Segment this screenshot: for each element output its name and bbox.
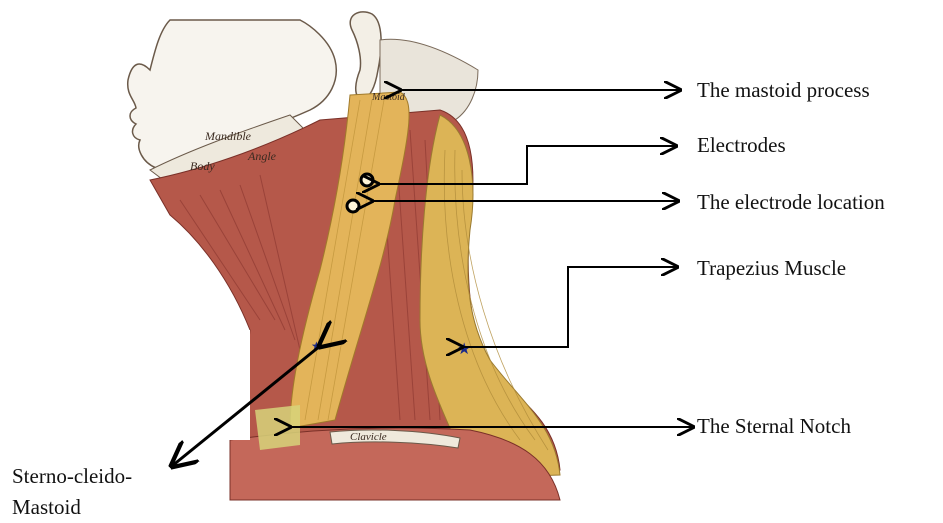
label-scm-line1: Sterno-cleido- [12,466,132,487]
electrode-lower [347,200,359,212]
cut-region [110,330,250,440]
label-trapezius: Trapezius Muscle [697,258,846,279]
ear [350,12,381,100]
electrode-upper [361,174,373,186]
trapezius-arrow [462,267,677,347]
mastoid-text: Mastoid [371,92,406,103]
label-mastoid-process: The mastoid process [697,80,870,101]
star-mark-trapezius: ★ [457,341,471,358]
label-scm-line2: Mastoid [12,497,81,518]
label-sternal-notch: The Sternal Notch [697,416,851,437]
label-electrodes: Electrodes [697,135,786,156]
label-electrode-location: The electrode location [697,192,885,213]
body-text: Body [190,159,215,173]
clavicle-text: Clavicle [350,431,387,443]
angle-text: Angle [247,149,277,163]
mandible-text: Mandible [204,129,252,143]
